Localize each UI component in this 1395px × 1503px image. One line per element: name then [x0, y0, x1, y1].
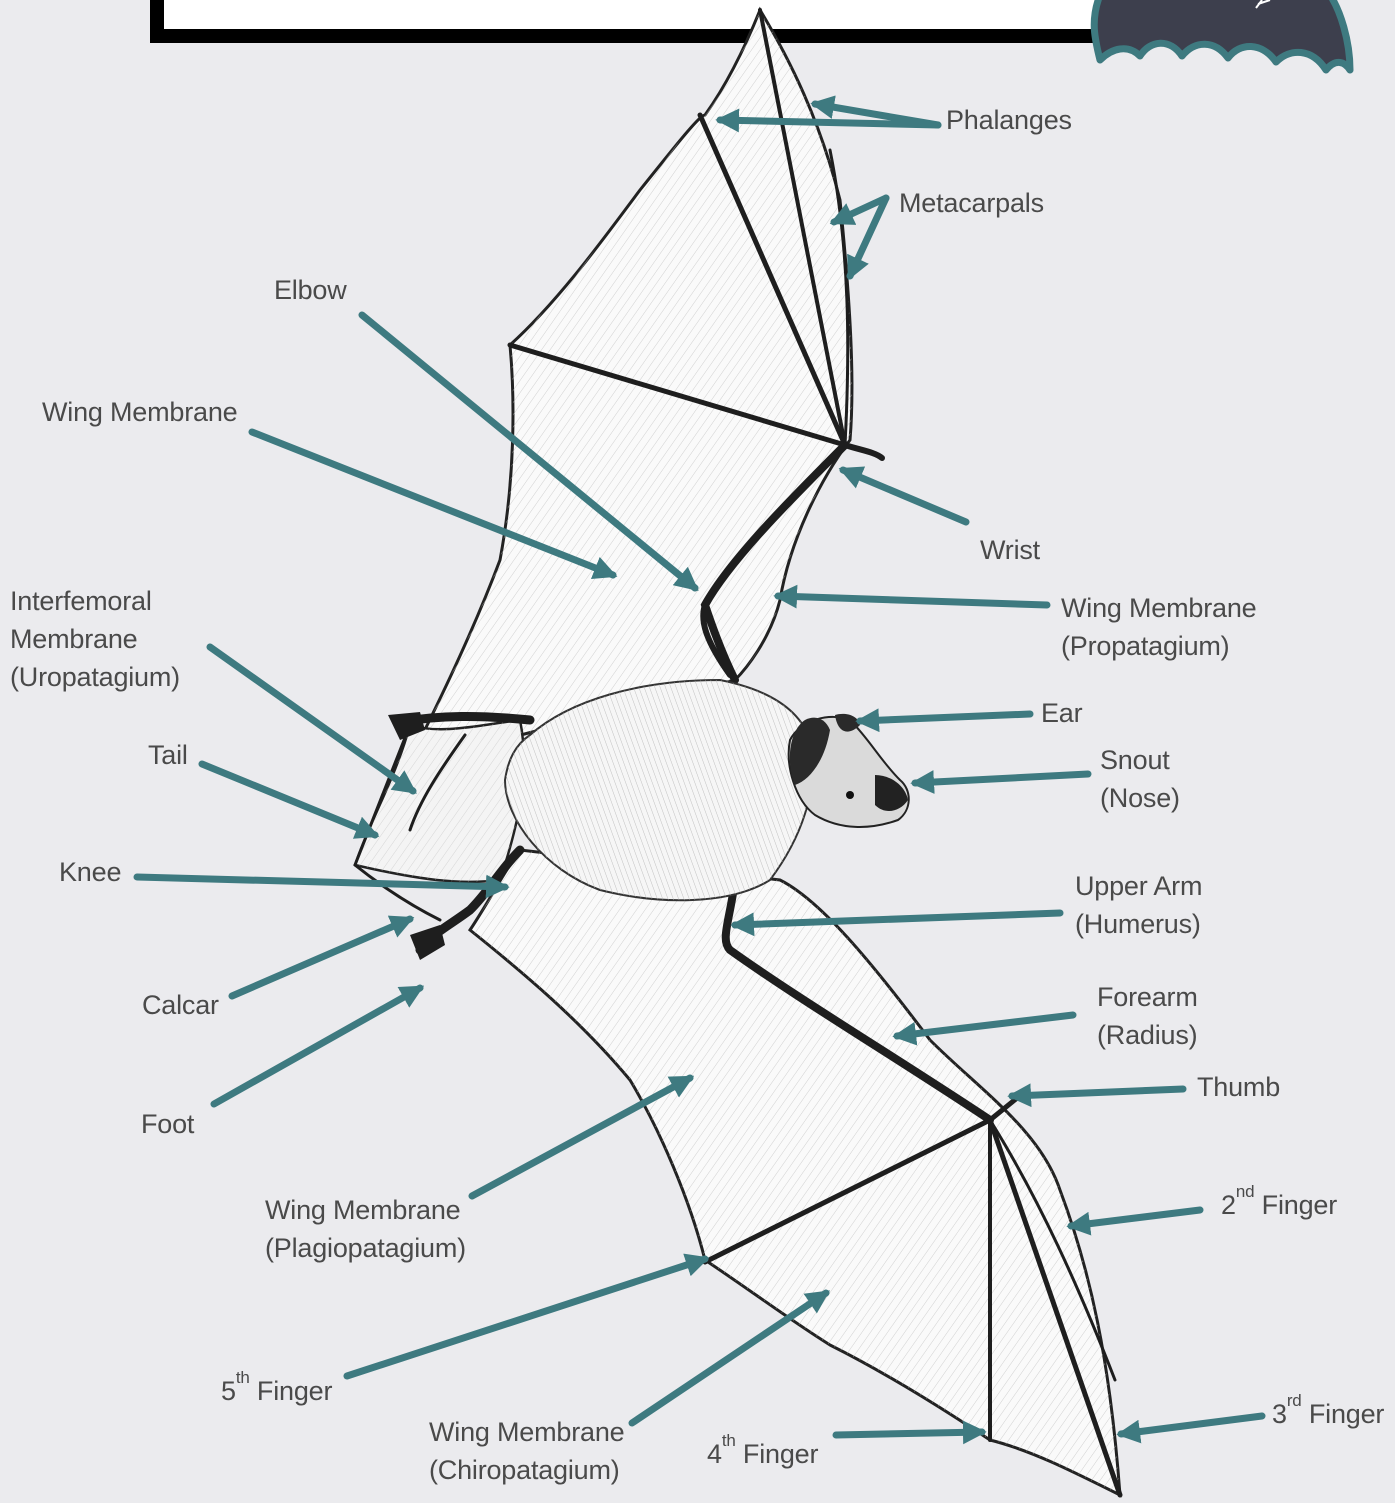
arrow-fifth-finger	[347, 1259, 705, 1376]
arrow-interfemoral	[210, 647, 413, 791]
arrow-third-finger	[1121, 1416, 1262, 1434]
label-chiropatagium: Wing Membrane (Chiropatagium)	[429, 1413, 624, 1489]
label-interfemoral-line2: Membrane	[10, 620, 180, 658]
label-forearm-line2: (Radius)	[1097, 1016, 1198, 1054]
label-elbow: Elbow	[274, 271, 347, 309]
label-knee: Knee	[59, 853, 121, 891]
arrow-tail	[202, 764, 375, 835]
label-foot: Foot	[141, 1105, 194, 1143]
label-snout: Snout (Nose)	[1100, 741, 1180, 817]
label-wing-membrane: Wing Membrane	[42, 393, 237, 431]
label-interfemoral-line1: Interfemoral	[10, 582, 180, 620]
arrow-propatagium	[778, 596, 1047, 605]
label-ear: Ear	[1041, 694, 1082, 732]
bat-wing-icon	[1094, 0, 1350, 70]
label-upper-arm: Upper Arm (Humerus)	[1075, 867, 1202, 943]
label-metacarpals: Metacarpals	[899, 184, 1044, 222]
arrow-forearm	[897, 1015, 1073, 1036]
label-forearm: Forearm (Radius)	[1097, 978, 1198, 1054]
label-plagiopatagium-line2: (Plagiopatagium)	[265, 1229, 466, 1267]
label-tail: Tail	[148, 736, 188, 774]
label-plagiopatagium-line1: Wing Membrane	[265, 1191, 466, 1229]
arrow-chiropatagium	[632, 1293, 826, 1423]
label-forearm-line1: Forearm	[1097, 978, 1198, 1016]
label-fifth-finger: 5th Finger	[221, 1372, 332, 1410]
label-thumb: Thumb	[1197, 1068, 1280, 1106]
arrow-phalanges-b	[720, 120, 938, 125]
label-snout-line2: (Nose)	[1100, 779, 1180, 817]
label-calcar: Calcar	[142, 986, 219, 1024]
arrow-snout	[915, 774, 1088, 783]
label-upper-arm-line1: Upper Arm	[1075, 867, 1202, 905]
arrow-thumb	[1012, 1089, 1183, 1096]
label-plagiopatagium: Wing Membrane (Plagiopatagium)	[265, 1191, 466, 1267]
label-second-finger: 2nd Finger	[1221, 1186, 1337, 1224]
label-chiropatagium-line1: Wing Membrane	[429, 1413, 624, 1451]
arrow-foot	[214, 988, 420, 1104]
arrow-wrist	[843, 470, 966, 522]
label-upper-arm-line2: (Humerus)	[1075, 905, 1202, 943]
top-frame	[157, 0, 1137, 36]
label-propatagium-line1: Wing Membrane	[1061, 589, 1256, 627]
label-propatagium: Wing Membrane (Propatagium)	[1061, 589, 1256, 665]
label-snout-line1: Snout	[1100, 741, 1180, 779]
label-chiropatagium-line2: (Chiropatagium)	[429, 1451, 624, 1489]
label-phalanges: Phalanges	[946, 101, 1072, 139]
arrow-second-finger	[1071, 1210, 1200, 1226]
label-propatagium-line2: (Propatagium)	[1061, 627, 1256, 665]
label-wrist: Wrist	[980, 531, 1040, 569]
label-fourth-finger: 4th Finger	[707, 1435, 818, 1473]
label-third-finger: 3rd Finger	[1272, 1395, 1384, 1433]
bat-drawing	[355, 10, 1120, 1495]
arrow-fourth-finger	[836, 1432, 982, 1435]
arrow-ear	[860, 714, 1030, 721]
label-interfemoral-line3: (Uropatagium)	[10, 658, 180, 696]
arrow-calcar	[232, 919, 410, 996]
arrow-plagiopatagium	[472, 1078, 690, 1196]
label-interfemoral: Interfemoral Membrane (Uropatagium)	[10, 582, 180, 696]
